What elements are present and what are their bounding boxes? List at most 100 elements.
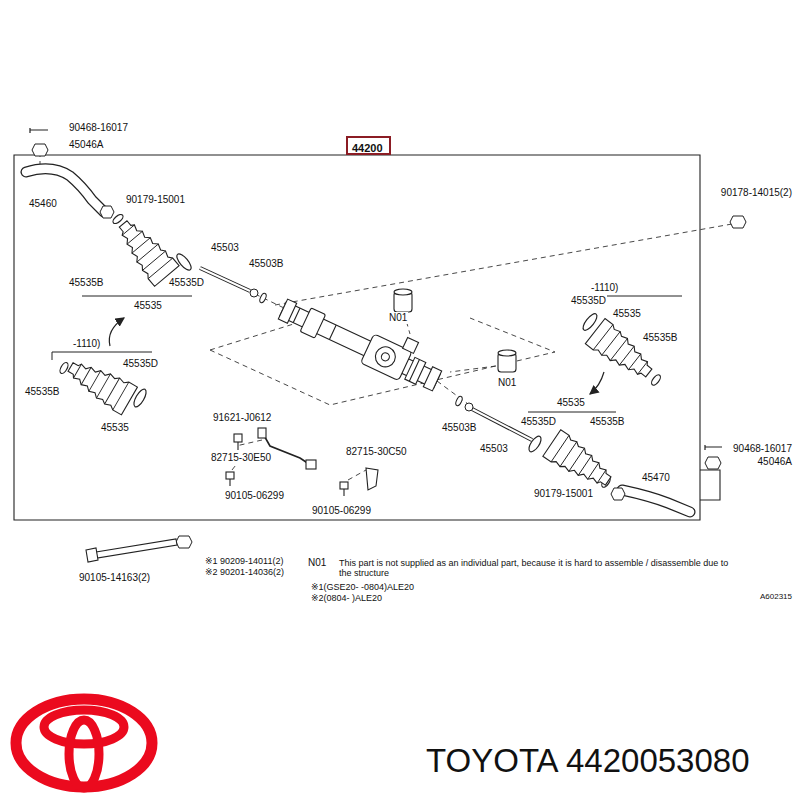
sensor-bracket <box>306 460 316 469</box>
callout-label: 82715-30C50 <box>345 446 408 458</box>
callout-label: 45535B <box>68 277 104 289</box>
rack-housing <box>403 337 419 353</box>
toyota-logo <box>44 710 124 744</box>
callout-label: 45046A <box>68 139 104 151</box>
tie-rod-end <box>622 490 690 512</box>
explode-dashed-line <box>210 318 555 405</box>
rack-bushing <box>394 289 412 295</box>
callout-label: -1110) <box>72 338 101 350</box>
variant-bracket <box>52 296 682 412</box>
inner-tie-rod <box>200 268 532 440</box>
tie-rod-end <box>26 169 690 512</box>
callout-label: 45535B <box>24 386 60 398</box>
part-number: 44200 <box>352 141 383 155</box>
boot-clamp <box>58 361 69 374</box>
rack-bushing <box>394 289 516 372</box>
callout-label: ※1(GSE20- -0804)ALE20 <box>310 582 415 592</box>
part-caption: TOYOTA 4420053080 <box>425 742 751 780</box>
assembly-outline <box>700 470 720 500</box>
callout-label: 45046A <box>757 456 793 468</box>
explode-dashed-line <box>348 470 366 480</box>
callout-label: 45535 <box>612 308 642 320</box>
nut <box>705 457 721 469</box>
callout-label: 90468-16017 <box>68 122 129 134</box>
callout-label: N01 <box>497 377 517 389</box>
callout-label: 45503 <box>479 443 509 455</box>
callout-label: 45460 <box>28 198 58 210</box>
sensor-bracket <box>226 472 234 479</box>
rack-housing <box>291 305 419 382</box>
callout-label: 45535 <box>556 397 586 409</box>
callout-label: 90179-15001 <box>533 488 594 500</box>
inner-tie-rod <box>200 268 250 291</box>
callout-label: 45535D <box>520 416 557 428</box>
rack-boot <box>63 214 659 495</box>
nut <box>176 536 192 548</box>
callout-label: 82715-30E50 <box>210 452 272 464</box>
variant-arrow <box>109 318 604 394</box>
callout-label: 90105-06299 <box>224 490 285 502</box>
tie-rod-end <box>26 169 104 212</box>
callout-label: -1110) <box>590 282 619 294</box>
rack-housing <box>280 302 441 388</box>
toyota-logo <box>16 699 152 788</box>
mounting-bolt <box>86 548 98 562</box>
callout-label: 45535 <box>100 422 130 434</box>
cotter-pin <box>30 128 722 450</box>
inner-tie-rod <box>200 268 250 291</box>
callout-label: 91621-J0612 <box>212 412 272 424</box>
rack-boot <box>585 318 658 385</box>
callout-label: 45503B <box>441 422 477 434</box>
boot-clamp <box>111 213 124 225</box>
rack-housing <box>405 357 426 384</box>
rack-housing <box>278 299 296 323</box>
sensor-bracket <box>237 442 238 450</box>
explode-dashed-line <box>40 152 732 480</box>
callout-label: 90105-14163(2) <box>78 572 151 584</box>
rack-housing <box>276 285 448 396</box>
rack-boot <box>543 430 617 495</box>
rack-bushing <box>498 350 516 356</box>
rack-housing <box>372 344 399 371</box>
callout-label: 45535 <box>133 300 163 312</box>
nut <box>100 206 114 218</box>
toyota-logo <box>69 720 99 788</box>
callout-label: 90105-06299 <box>311 505 372 517</box>
rack-housing <box>423 367 441 391</box>
cotter-pin <box>705 445 722 450</box>
boot-clamp <box>175 252 194 272</box>
sensor-bracket <box>340 482 348 489</box>
nut <box>32 144 746 548</box>
inner-tie-rod <box>250 289 258 297</box>
explode-dashed-line <box>210 322 300 350</box>
boot-clamp <box>650 373 662 386</box>
callout-label: A602315 <box>759 592 793 601</box>
variant-bracket <box>82 296 192 297</box>
part-number-box: 44200 <box>346 136 391 155</box>
callout-label: This part is not supplied as an individu… <box>338 558 740 579</box>
callout-label: 45503B <box>248 258 284 270</box>
inner-tie-rod <box>465 403 473 411</box>
sensor-bracket <box>229 479 230 486</box>
explode-dashed-line <box>275 224 732 305</box>
callout-label: 90178-14015(2) <box>720 187 793 199</box>
callout-label: N01 <box>388 312 408 324</box>
callout-label: 45503 <box>210 242 240 254</box>
callout-label: 45535B <box>589 416 625 428</box>
explode-dashed-line <box>437 381 468 404</box>
variant-bracket <box>528 412 616 413</box>
mounting-bolt <box>86 539 177 562</box>
nut <box>32 144 48 156</box>
assembly-outline <box>14 152 720 520</box>
sensor-bracket <box>366 468 378 490</box>
rack-housing <box>380 352 391 363</box>
sensor-bracket <box>343 489 344 496</box>
callout-label: ※2 90201-14036(2) <box>204 567 285 577</box>
callout-label: 90468-16017 <box>732 443 793 455</box>
cotter-pin <box>30 128 48 133</box>
nut <box>611 488 625 500</box>
callout-label: 90179-15001 <box>125 194 186 206</box>
